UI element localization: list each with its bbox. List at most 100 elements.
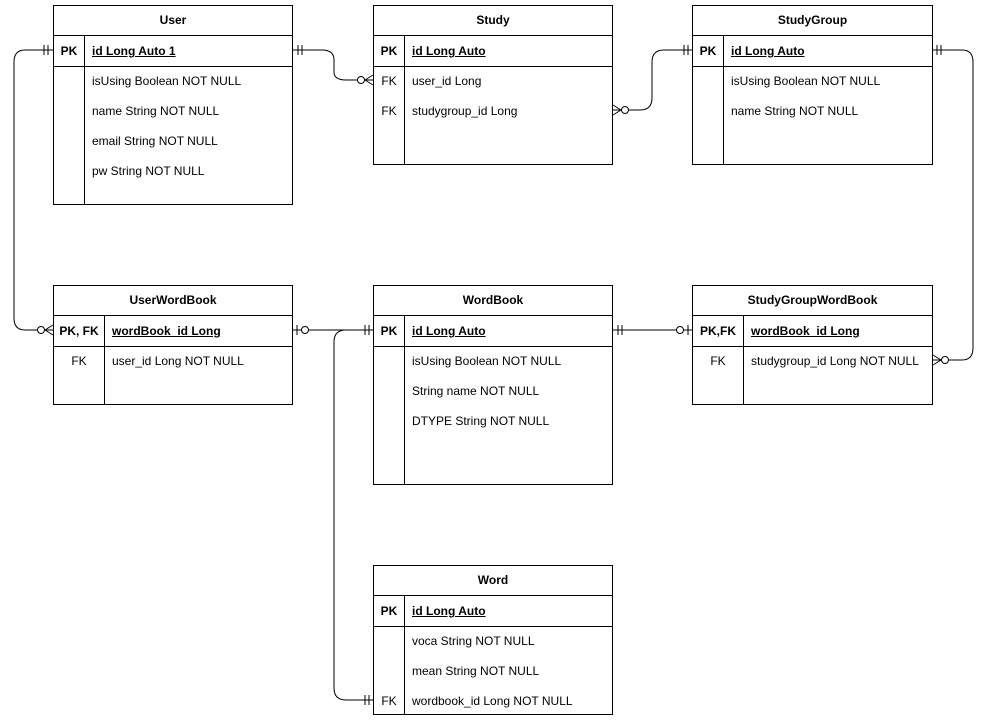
many-crowfoot-marker <box>612 104 622 116</box>
pk-label: PK <box>380 44 398 58</box>
key-column-divider <box>374 36 405 164</box>
zero-marker <box>941 356 949 364</box>
key-column-divider <box>693 36 724 164</box>
field-name: isUsing Boolean NOT NULL <box>92 74 242 88</box>
pk-label: PK,FK <box>700 324 736 338</box>
entity-title: Word <box>374 566 612 596</box>
pk-separator <box>693 346 932 347</box>
pk-field-name: wordBook_id Long <box>751 324 860 338</box>
pk-label: PK <box>60 44 78 58</box>
pk-field-name: wordBook_id Long <box>112 324 221 338</box>
field-row: isUsing Boolean NOT NULL <box>693 66 932 96</box>
pk-field-name: id Long Auto <box>412 324 486 338</box>
user-userwordbook-line <box>13 49 53 331</box>
field-name: email String NOT NULL <box>92 134 218 148</box>
key-column-divider <box>54 316 105 404</box>
entity-title: StudyGroup <box>693 6 932 36</box>
field-name: mean String NOT NULL <box>412 664 540 678</box>
pk-label: PK, FK <box>59 324 99 338</box>
key-label <box>693 96 723 126</box>
one-mandatory-marker <box>43 45 49 55</box>
one-mandatory-marker <box>364 695 370 705</box>
pk-field-name: id Long Auto <box>412 44 486 58</box>
entity-title: WordBook <box>374 286 612 316</box>
pk-separator <box>54 346 292 347</box>
field-row: name String NOT NULL <box>54 96 292 126</box>
pk-field-name: id Long Auto 1 <box>92 44 176 58</box>
zero-marker <box>301 326 309 334</box>
wordbook-word-line <box>333 329 373 701</box>
key-label <box>54 126 84 156</box>
field-name: isUsing Boolean NOT NULL <box>731 74 881 88</box>
key-column-divider <box>374 596 405 714</box>
pk-separator <box>374 66 612 67</box>
primary-key-row: PK, FK wordBook_id Long <box>54 316 292 346</box>
entity-title: User <box>54 6 292 36</box>
field-row: mean String NOT NULL <box>374 656 612 686</box>
key-column-divider <box>693 316 744 404</box>
key-label <box>54 156 84 186</box>
pk-field-name: id Long Auto <box>412 604 486 618</box>
pk-label: PK <box>380 324 398 338</box>
field-row: String name NOT NULL <box>374 376 612 406</box>
field-row: name String NOT NULL <box>693 96 932 126</box>
one-mandatory-marker <box>297 45 303 55</box>
key-label: FK <box>381 694 397 708</box>
pk-separator <box>54 66 292 67</box>
field-name: studygroup_id Long <box>412 104 518 118</box>
entity-body: PK id Long Auto 1 isUsing Boolean NOT NULL… <box>54 36 292 204</box>
key-label <box>693 66 723 96</box>
field-name: DTYPE String NOT NULL <box>412 414 550 428</box>
field-row: isUsing Boolean NOT NULL <box>374 346 612 376</box>
many-crowfoot-marker <box>44 324 54 336</box>
field-name: name String NOT NULL <box>731 104 859 118</box>
pk-separator <box>374 626 612 627</box>
key-label <box>374 376 404 406</box>
primary-key-row: PK id Long Auto <box>374 316 612 346</box>
primary-key-row: PK id Long Auto <box>374 36 612 66</box>
primary-key-row: PK id Long Auto 1 <box>54 36 292 66</box>
key-label <box>374 656 404 686</box>
field-name: wordbook_id Long NOT NULL <box>412 694 573 708</box>
field-name: name String NOT NULL <box>92 104 220 118</box>
field-row: isUsing Boolean NOT NULL <box>54 66 292 96</box>
field-name: user_id Long NOT NULL <box>112 354 244 368</box>
pk-label: PK <box>699 44 717 58</box>
pk-label: PK <box>380 604 398 618</box>
field-row: pw String NOT NULL <box>54 156 292 186</box>
primary-key-row: PK,FK wordBook_id Long <box>693 316 932 346</box>
field-row: voca String NOT NULL <box>374 626 612 656</box>
field-name: String name NOT NULL <box>412 384 540 398</box>
one-mandatory-marker <box>936 45 942 55</box>
key-column-divider <box>374 316 405 484</box>
key-label <box>54 66 84 96</box>
one-mandatory-marker <box>683 45 689 55</box>
primary-key-row: PK id Long Auto <box>374 596 612 626</box>
entity-title: Study <box>374 6 612 36</box>
key-label: FK <box>71 354 87 368</box>
entity-title: UserWordBook <box>54 286 292 316</box>
field-name: voca String NOT NULL <box>412 634 535 648</box>
entity-body: PK id Long Auto voca String NOT NULL mean S… <box>374 596 612 714</box>
studygroup-study-line <box>613 49 692 111</box>
field-row: DTYPE String NOT NULL <box>374 406 612 436</box>
zero-marker <box>676 326 684 334</box>
pk-separator <box>374 346 612 347</box>
key-label: FK <box>381 74 397 88</box>
user-study-line <box>293 49 373 81</box>
field-row: FK wordbook_id Long NOT NULL <box>374 686 612 716</box>
key-label <box>54 96 84 126</box>
key-label <box>374 626 404 656</box>
one-mandatory-marker <box>364 325 370 335</box>
